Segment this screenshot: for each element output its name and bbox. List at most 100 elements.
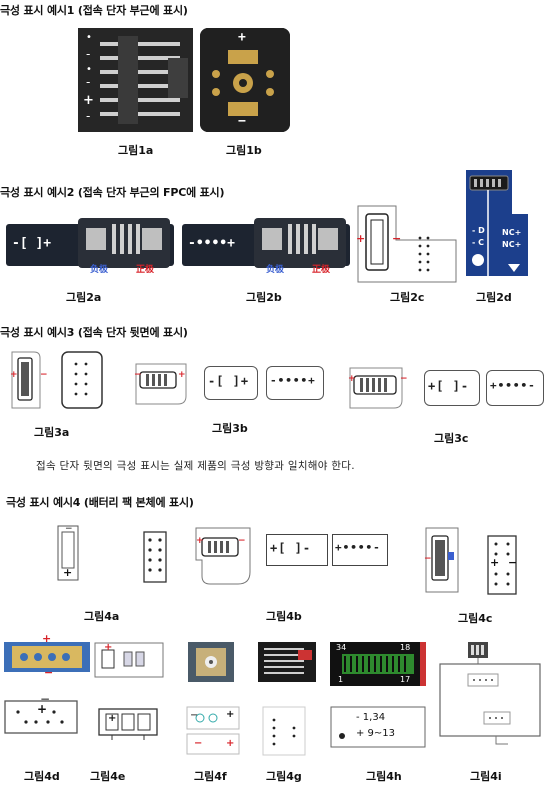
fig4a-plus-mark: + — [63, 566, 73, 579]
fig4d-caption: 그림4d — [24, 770, 60, 783]
fig4c-red-mark: − — [424, 554, 432, 564]
fig4h-pin18: 18 — [400, 643, 411, 652]
svg-text:+: + — [83, 93, 94, 108]
fig2b-positive-label: 正极 — [312, 265, 331, 275]
fig2d-d-label: - D — [472, 226, 485, 235]
fig1a-caption: 그림1a — [118, 144, 154, 157]
svg-text:-: - — [86, 47, 90, 61]
fig4c-plus-mark: + — [490, 556, 500, 569]
svg-text:-: - — [86, 75, 90, 89]
fig4f-plus-bottom: + — [226, 738, 235, 749]
fig2b-polarity-label: -••••+ — [188, 236, 235, 251]
fig2d-caption: 그림2d — [476, 291, 512, 304]
section1-heading: 극성 표시 예시1 (접속 단자 부근에 표시) — [0, 4, 188, 17]
fig4b-minus-mark: − — [238, 536, 246, 546]
fig3b-dots-label: -••••+ — [270, 374, 316, 387]
fig2b-image: -••••+ 负极 正极 — [182, 214, 350, 276]
fig4a-caption: 그림4a — [84, 610, 120, 623]
fig4e-photo: + — [94, 642, 164, 678]
fig4d-photo: + − — [4, 632, 90, 679]
fig1a-image: • - • - + - — [78, 28, 193, 132]
fig4i-caption: 그림4i — [470, 770, 502, 783]
fig4d-minus-mark: − — [40, 692, 51, 706]
fig2b-caption: 그림2b — [246, 291, 282, 304]
fig4b-plus-mark: + — [196, 536, 204, 546]
fig1b-image: + − — [200, 28, 290, 132]
section3-heading: 극성 표시 예시3 (접속 단자 뒷면에 표시) — [0, 326, 188, 339]
fig3c-image: + − +[ ]- +••••- — [348, 364, 544, 414]
fig4f-minus-top: − — [190, 710, 199, 721]
fig4c-image: − + − — [424, 526, 524, 598]
fig4h-negative-pins: - 1,34 — [356, 712, 386, 723]
fig3a-image: + − — [10, 350, 104, 410]
fig2d-c-label: - C — [472, 238, 484, 247]
fig2a-negative-label: 负极 — [90, 265, 109, 275]
fig4h-caption: 그림4h — [366, 770, 402, 783]
fig4h-pin1: 1 — [338, 675, 344, 684]
fig3b-caption: 그림3b — [212, 422, 248, 435]
svg-text:-: - — [86, 109, 90, 123]
fig4b-dots-label: +••••- — [335, 541, 381, 554]
fig3c-dots-label: +••••- — [490, 379, 536, 392]
fig4g-photo — [258, 642, 316, 682]
fig1b-plus-mark: + — [238, 30, 246, 45]
fig4h-drawing: - 1,34 + 9~13 — [330, 706, 426, 748]
fig2c-caption: 그림2c — [390, 291, 425, 304]
fig4c-caption: 그림4c — [458, 612, 493, 625]
fig3b-image: − + -[ ]+ -••••+ — [134, 360, 326, 410]
fig2a-image: -[ ]+ 负极 正极 — [6, 214, 174, 276]
section2-heading: 극성 표시 예시2 (접속 단자 부근의 FPC에 표시) — [0, 186, 225, 199]
fig4d-photo-minus: − — [44, 666, 54, 679]
fig4h-photo: 34 18 1 17 — [330, 642, 426, 686]
fig4f-photo — [188, 642, 234, 682]
svg-text:•: • — [86, 64, 92, 75]
fig4g-caption: 그림4g — [266, 770, 302, 783]
fig3c-caption: 그림3c — [434, 432, 469, 445]
fig4d-plus-mark: + — [37, 702, 48, 716]
section4-heading: 극성 표시 예시4 (배터리 팩 본체에 표시) — [6, 496, 194, 509]
fig3a-minus-mark: − — [40, 370, 48, 380]
fig4e-caption: 그림4e — [90, 770, 126, 783]
fig3a-caption: 그림3a — [34, 426, 70, 439]
fig4d-photo-plus: + — [42, 632, 52, 645]
fig3b-bracket-label: -[ ]+ — [208, 374, 250, 388]
fig3c-minus-mark: − — [400, 374, 408, 384]
fig4b-caption: 그림4b — [266, 610, 302, 623]
fig4b-image: + − +[ ]- +••••- — [194, 526, 390, 590]
fig4e-photo-plus: + — [104, 642, 113, 653]
fig3b-minus-mark: − — [134, 370, 142, 380]
fig2c-plus-mark: + — [356, 232, 366, 245]
fig2d-nc2-label: NC+ — [502, 240, 522, 249]
fig4h-pin34: 34 — [336, 643, 347, 652]
fig1b-caption: 그림1b — [226, 144, 262, 157]
fig3b-plus-mark: + — [178, 370, 186, 380]
fig4h-pin17: 17 — [400, 675, 411, 684]
fig4d-drawing: + − — [4, 692, 78, 734]
fig4f-plus-top: + — [226, 709, 235, 720]
fig4f-caption: 그림4f — [194, 770, 227, 783]
fig4e-plus-mark: + — [108, 713, 117, 724]
fig4h-positive-pins: + 9~13 — [356, 728, 396, 739]
fig2c-image: + − — [356, 204, 458, 284]
fig2b-negative-label: 负极 — [266, 265, 285, 275]
fig2a-polarity-label: -[ ]+ — [12, 236, 52, 251]
fig4e-drawing: + — [98, 708, 158, 740]
fig3a-plus-mark: + — [10, 370, 18, 380]
svg-text:•: • — [86, 32, 92, 43]
fig3c-plus-mark: + — [348, 374, 356, 384]
fig2a-caption: 그림2a — [66, 291, 102, 304]
fig2c-minus-mark: − — [392, 232, 402, 245]
fig4b-bracket-label: +[ ]- — [270, 541, 312, 555]
fig2a-positive-label: 正极 — [136, 265, 155, 275]
fig1b-minus-mark: − — [238, 114, 246, 129]
fig4f-drawing: − + − + — [186, 706, 240, 756]
fig4i-image — [438, 640, 542, 750]
fig4a-image: − + — [54, 524, 184, 588]
fig4f-minus-bottom: − — [194, 738, 203, 749]
fig2d-image: - D - C NC+ NC+ — [462, 170, 528, 276]
fig3c-bracket-label: +[ ]- — [428, 379, 470, 393]
fig2d-nc1-label: NC+ — [502, 228, 522, 237]
fig4c-minus-mark: − — [508, 556, 518, 569]
fig4g-drawing — [262, 706, 306, 756]
polarity-note: 접속 단자 뒷면의 극성 표시는 실제 제품의 극성 방향과 일치해야 한다. — [36, 460, 355, 472]
